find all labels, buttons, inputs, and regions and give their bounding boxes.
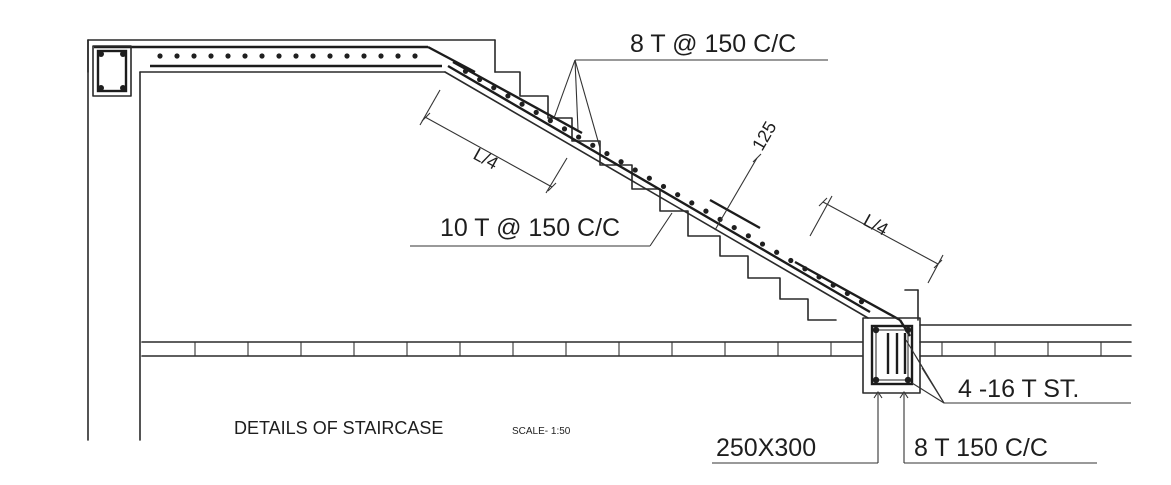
rebar-dot <box>519 101 525 107</box>
rebar-dot <box>378 53 384 59</box>
dimension-l4-lower <box>809 195 944 284</box>
label-length-upper: L/4 <box>470 144 502 174</box>
rebar-dot <box>646 175 652 181</box>
rebar-dot <box>344 53 350 59</box>
rebar-dot <box>788 257 794 264</box>
rebar-dot <box>242 53 248 59</box>
rebar-dot <box>310 53 316 59</box>
rebar-dot <box>412 53 418 59</box>
rebar-dot <box>174 53 180 59</box>
dimension-waist-125 <box>714 153 762 231</box>
rebar-dot <box>830 282 836 288</box>
leader-lines <box>410 59 1131 464</box>
bottom-beam-section <box>862 317 921 394</box>
waist-distribution-bars <box>462 68 865 305</box>
rebar-dot <box>576 134 582 140</box>
rebar-dot <box>191 53 197 59</box>
rebar-dot <box>208 53 214 59</box>
rebar-dot <box>731 224 737 231</box>
drawing-title: DETAILS OF STAIRCASE <box>234 418 443 438</box>
rebar-dot <box>395 53 401 59</box>
rebar-dot <box>547 118 553 124</box>
dimension-l4-upper <box>419 89 568 194</box>
rebar-dot <box>745 233 751 239</box>
rebar-dot <box>157 53 163 59</box>
rebar-dot <box>816 274 822 280</box>
rebar-dot <box>844 290 850 297</box>
rebar-dot <box>675 192 681 198</box>
brick-joints <box>194 342 1102 356</box>
rebar-dot <box>604 150 610 157</box>
label-waist-thickness: 125 <box>748 118 780 154</box>
rebar-dot <box>689 200 695 206</box>
stair-flight <box>444 60 919 337</box>
drawing-scale: SCALE- 1:50 <box>512 426 571 437</box>
left-column <box>87 39 141 441</box>
label-length-lower: L/4 <box>860 210 892 240</box>
rebar-dot <box>462 68 469 74</box>
rebar-dot <box>774 249 780 255</box>
landing-beam-section <box>92 45 132 97</box>
rebar-dot <box>491 85 497 91</box>
rebar-dot <box>225 53 231 59</box>
rebar-dot <box>505 93 511 99</box>
rebar-dot <box>327 53 333 59</box>
rebar-dot <box>361 53 367 59</box>
rebar-dot <box>858 299 865 305</box>
label-beam-bars: 4 -16 T ST. <box>958 375 1079 403</box>
label-beam-size: 250X300 <box>716 434 816 462</box>
label-top-reinforcement: 8 T @ 150 C/C <box>630 30 796 58</box>
label-bottom-reinforcement: 10 T @ 150 C/C <box>440 214 620 242</box>
rebar-dot <box>533 109 539 115</box>
label-stirrups: 8 T 150 C/C <box>914 434 1048 462</box>
rebar-dot <box>259 53 265 59</box>
slab-distribution-bars <box>157 53 418 59</box>
rebar-dot <box>660 183 667 190</box>
rebar-dot <box>293 53 299 59</box>
rebar-dot <box>632 167 638 173</box>
rebar-dot <box>590 142 596 148</box>
rebar-dot <box>276 53 282 59</box>
rebar-dot <box>759 241 766 247</box>
rebar-dot <box>561 126 568 132</box>
rebar-dot <box>802 266 808 272</box>
rebar-dot <box>477 76 483 83</box>
rebar-dot <box>618 159 624 165</box>
floor-course <box>141 324 1132 357</box>
rebar-dot <box>703 208 709 214</box>
top-landing-slab <box>87 39 496 74</box>
